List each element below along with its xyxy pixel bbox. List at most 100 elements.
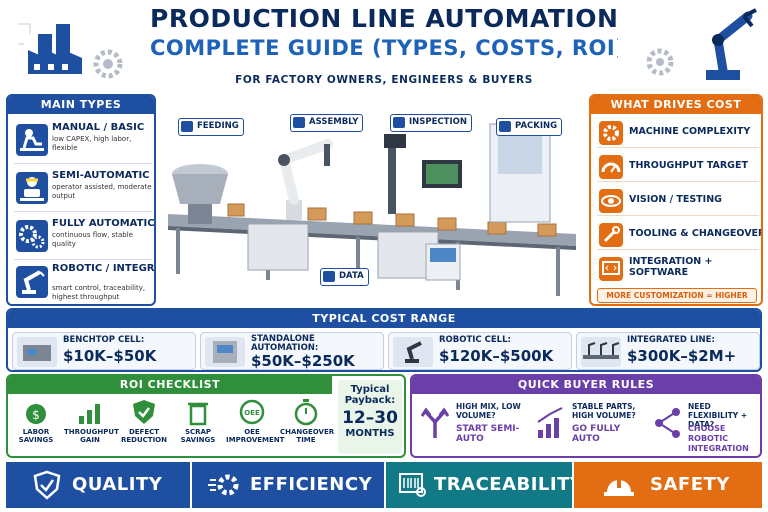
cost-range-item: STANDALONE AUTOMATION: $50K–$250K <box>200 332 384 370</box>
bar-chart-icon <box>323 271 335 282</box>
integrated-line-icon <box>581 337 621 367</box>
cost-value: $120K–$500K <box>439 347 554 365</box>
production-line-illustration: FEEDING ASSEMBLY INSPECTION PACKING DATA <box>158 104 586 304</box>
type-desc: operator assisted, moderate output <box>52 183 152 200</box>
barcode-scan-icon <box>399 473 426 497</box>
code-icon <box>599 257 623 281</box>
stopwatch-icon <box>291 398 321 426</box>
cost-value: $10K–$50K <box>63 347 157 365</box>
type-item-fully-auto: FULLY AUTOMATIC continuous flow, stable … <box>14 214 154 260</box>
standalone-machine-icon <box>205 337 245 367</box>
money-bag-icon: $ <box>21 398 51 426</box>
svg-text:OEE: OEE <box>244 409 260 417</box>
camera-icon <box>393 117 405 128</box>
roi-item: DEFECT REDUCTION <box>118 398 170 456</box>
page-title: PRODUCTION LINE AUTOMATION <box>150 4 618 33</box>
shield-check-icon <box>129 398 159 426</box>
roi-heading: ROI CHECKLIST <box>8 376 332 394</box>
wrench-icon <box>599 223 623 247</box>
operator-icon <box>16 172 48 204</box>
footer-efficiency: EFFICIENCY <box>192 462 384 508</box>
type-desc: smart control, traceability, highest thr… <box>52 284 146 301</box>
gear-icon <box>293 117 305 128</box>
type-item-semi-auto: SEMI-AUTOMATIC operator assisted, modera… <box>14 166 152 212</box>
payback-value: 12–30 <box>342 408 398 428</box>
rule-answer: START SEMI-AUTO <box>456 424 520 444</box>
footer-banner: QUALITY EFFICIENCY TRACEABILITY SAFETY <box>6 462 762 508</box>
roi-item: THROUGHPUT GAIN <box>64 398 119 456</box>
cost-drivers-panel: WHAT DRIVES COST MACHINE COMPLEXITY THRO… <box>589 94 763 306</box>
cost-range-panel: TYPICAL COST RANGE BENCHTOP CELL: $10K–$… <box>6 308 762 372</box>
footer-safety: SAFETY <box>574 462 762 508</box>
main-types-panel: MAIN TYPES MANUAL / BASIC low CAPEX, hig… <box>6 94 156 306</box>
gear-icon <box>599 121 623 145</box>
split-arrows-icon <box>420 407 450 438</box>
audience-line: FOR FACTORY OWNERS, ENGINEERS & BUYERS <box>235 74 533 86</box>
bar-chart-icon <box>75 398 105 426</box>
conveyor-line-graphic <box>158 104 586 304</box>
roi-item: SCRAP SAVINGS <box>172 398 224 456</box>
main-types-heading: MAIN TYPES <box>8 96 154 114</box>
cost-driver-item: INTEGRATION + SOFTWARE <box>597 254 759 284</box>
benchtop-cell-icon <box>17 337 57 367</box>
worker-desk-icon <box>16 124 48 156</box>
stage-tag-assembly: ASSEMBLY <box>290 114 364 132</box>
rule-item: HIGH MIX, LOW VOLUME? START SEMI-AUTO <box>414 398 528 456</box>
box-icon <box>499 121 511 132</box>
cost-value: $50K–$250K <box>251 352 355 370</box>
stage-tag-data: DATA <box>320 268 369 286</box>
type-name: MANUAL / BASIC <box>52 122 145 133</box>
speedometer-icon <box>599 155 623 179</box>
growth-chart-icon <box>537 407 563 438</box>
type-item-robotic: ROBOTIC / INTEGRATED LINE smart control,… <box>14 260 154 304</box>
rule-item: STABLE PARTS, HIGH VOLUME? GO FULLY AUTO <box>530 398 644 456</box>
stage-tag-packing: PACKING <box>496 118 563 136</box>
robot-arm-icon <box>16 266 48 298</box>
footer-quality: QUALITY <box>6 462 190 508</box>
cost-range-heading: TYPICAL COST RANGE <box>8 310 760 328</box>
hard-hat-icon <box>604 478 634 496</box>
factory-icon <box>18 23 123 79</box>
cost-driver-item: TOOLING & CHANGEOVER <box>597 220 761 250</box>
network-icon <box>655 408 680 438</box>
cost-note: MORE CUSTOMIZATION = HIGHER CAPEX <box>597 288 757 303</box>
header: PRODUCTION LINE AUTOMATION COMPLETE GUID… <box>0 0 768 94</box>
type-desc: low CAPEX, high labor, flexible <box>52 135 132 152</box>
type-item-manual: MANUAL / BASIC low CAPEX, high labor, fl… <box>14 118 152 164</box>
roi-checklist-panel: ROI CHECKLIST $ LABOR SAVINGS THROUGHPUT… <box>6 374 406 458</box>
gear-speed-icon <box>208 474 239 496</box>
cost-driver-item: VISION / TESTING <box>597 186 759 216</box>
stage-tag-feeding: FEEDING <box>178 118 244 136</box>
footer-traceability: TRACEABILITY <box>386 462 583 508</box>
cost-range-item: INTEGRATED LINE: $300K–$2M+ <box>576 332 760 370</box>
cost-value: $300K–$2M+ <box>627 347 737 365</box>
payback-box: Typical Payback: 12–30 MONTHS <box>338 380 402 454</box>
rule-answer: GO FULLY AUTO <box>572 424 621 444</box>
cost-range-item: BENCHTOP CELL: $10K–$50K <box>12 332 196 370</box>
buyer-rules-panel: QUICK BUYER RULES HIGH MIX, LOW VOLUME? … <box>410 374 762 458</box>
cost-driver-item: MACHINE COMPLEXITY <box>597 118 759 148</box>
shield-check-icon <box>33 470 61 500</box>
page-subtitle: COMPLETE GUIDE (TYPES, COSTS, ROI) <box>150 36 618 60</box>
rule-answer: CHOOSE ROBOTIC INTEGRATION <box>688 424 749 453</box>
gears-icon <box>16 220 48 252</box>
robot-arm-icon <box>646 8 757 80</box>
type-name: ROBOTIC / INTEGRATED LINE <box>52 263 155 274</box>
roi-item: $ LABOR SAVINGS <box>10 398 62 456</box>
eye-icon <box>599 189 623 213</box>
type-name: SEMI-AUTOMATIC <box>52 170 150 181</box>
rule-item: NEED FLEXIBILITY + DATA? CHOOSE ROBOTIC … <box>646 398 760 456</box>
robot-cell-icon <box>393 337 433 367</box>
svg-text:$: $ <box>32 408 40 422</box>
type-desc: continuous flow, stable quality <box>52 231 133 248</box>
cost-range-item: ROBOTIC CELL: $120K–$500K <box>388 332 572 370</box>
trash-icon <box>183 398 213 426</box>
rules-heading: QUICK BUYER RULES <box>412 376 760 394</box>
roi-item: OEE OEE IMPROVEMENT <box>226 398 284 456</box>
stage-tag-inspection: INSPECTION <box>390 114 472 132</box>
inbox-icon <box>181 121 193 132</box>
cost-driver-item: THROUGHPUT TARGET <box>597 152 759 182</box>
oee-icon: OEE <box>237 398 267 426</box>
cost-drivers-heading: WHAT DRIVES COST <box>591 96 761 114</box>
roi-item: CHANGEOVER TIME <box>280 398 334 456</box>
